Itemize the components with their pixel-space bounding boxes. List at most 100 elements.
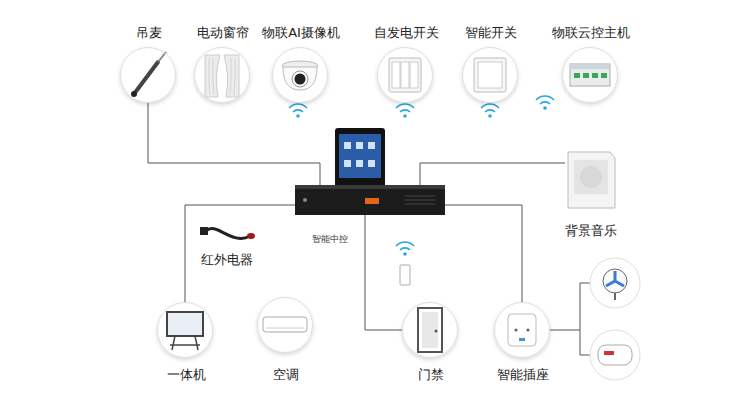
wifi-symbols	[289, 96, 554, 256]
air-conditioner-icon-part	[266, 328, 304, 329]
display-device: 一体机	[157, 302, 213, 358]
device-label: 电动窗帘	[195, 25, 251, 41]
wire-connector	[420, 163, 565, 185]
access-reader-icon	[400, 265, 410, 285]
control-host-box-part	[365, 198, 379, 204]
ac-device: 空调	[257, 297, 313, 353]
speaker-device: 背景音乐	[565, 150, 617, 212]
socket-icon-part	[514, 328, 517, 331]
wire-line	[420, 163, 565, 185]
control-host-box-part	[295, 185, 445, 215]
device-label: 物联云控主机	[550, 25, 632, 41]
switch-device: 智能开关	[462, 47, 518, 103]
device-label: 门禁	[416, 367, 446, 383]
circle-grounds-part	[402, 302, 458, 358]
camera-icon-part	[283, 67, 317, 90]
cloud-controller-icon-part	[570, 64, 610, 86]
cloud-controller-icon-part	[592, 73, 598, 78]
control-tablet-part	[356, 142, 363, 149]
cloud-controller-icon	[570, 64, 610, 86]
mic-icon-part	[158, 52, 166, 62]
socket-icon-part	[519, 338, 525, 341]
wire-connector	[365, 215, 402, 330]
access-reader-icon-part	[400, 265, 410, 285]
device-label: 智能中控	[310, 234, 350, 245]
device-label: 一体机	[165, 367, 208, 383]
circle-grounds-part	[157, 302, 213, 358]
access-device: 门禁	[402, 302, 458, 358]
water-heater-icon-part	[604, 351, 614, 355]
socket-wires	[550, 283, 590, 355]
control-tablet-part	[344, 142, 351, 149]
circle-grounds-part	[462, 47, 518, 103]
water-heater-icon-part	[590, 330, 640, 380]
socket-icon-part	[526, 328, 529, 331]
device-label: 智能插座	[495, 367, 551, 383]
wire-line	[445, 205, 522, 302]
socket-device: 智能插座	[494, 302, 550, 358]
device-label: 背景音乐	[563, 223, 619, 239]
wifi-symbols-part	[481, 104, 499, 118]
wifi-symbols-part	[289, 104, 307, 118]
cloud-controller-icon-part	[601, 73, 607, 78]
curtain-icon	[205, 55, 239, 97]
wire-connector	[148, 103, 320, 185]
cloud-controller-icon-part	[570, 64, 610, 69]
camera-icon-part	[295, 74, 306, 85]
wifi-symbols-part	[396, 104, 414, 118]
ir-device: 红外电器	[200, 222, 256, 250]
wifi-symbols-part	[396, 242, 414, 256]
fan-icon-part	[614, 293, 616, 300]
circle-grounds	[120, 47, 618, 358]
smart-switch-icon-part	[474, 58, 506, 92]
control-tablet-part	[344, 160, 351, 167]
device-label: 空调	[271, 367, 301, 383]
fan-icon-part	[590, 258, 640, 308]
three-gang-switch-icon	[389, 58, 421, 92]
door-icon	[418, 308, 442, 352]
three-gang-switch-icon-part	[389, 58, 421, 92]
controller-device: 物联云控主机	[562, 47, 618, 103]
speaker-icon-part	[568, 152, 615, 208]
mic-icon-part	[134, 62, 158, 94]
camera-icon	[282, 61, 318, 90]
circle-grounds-part	[257, 297, 313, 353]
whiteboard-icon	[167, 312, 203, 350]
fan-icon-part	[603, 269, 627, 293]
speaker-icon-part	[574, 160, 608, 194]
wire-line	[185, 205, 295, 302]
speaker-icon-part	[580, 166, 602, 188]
control-tablet-part	[368, 142, 375, 149]
fan-icon	[590, 258, 640, 308]
circle-grounds-part	[377, 47, 433, 103]
speaker-icon	[568, 152, 615, 208]
socket-wires-part	[550, 283, 590, 355]
ir-cable-icon	[200, 227, 255, 239]
fan-icon-part	[606, 271, 624, 286]
socket-icon	[508, 314, 536, 346]
smart-switch-icon	[474, 58, 506, 92]
control-tablet	[335, 128, 385, 190]
wire-connector	[185, 205, 295, 302]
three-gang-switch-icon-part	[410, 62, 418, 88]
control-tablet-part	[368, 160, 375, 167]
control-tablet-part	[356, 160, 363, 167]
door-icon-part	[418, 308, 442, 352]
control-tablet-part	[335, 128, 385, 190]
device-label: 物联AI摄像机	[260, 25, 342, 41]
ir-cable-icon-part	[247, 233, 255, 239]
three-gang-switch-icon-part	[401, 62, 409, 88]
wire-line	[365, 215, 402, 330]
circle-grounds-part	[494, 302, 550, 358]
wire-line	[148, 103, 320, 185]
door-icon-part	[422, 312, 438, 348]
circle-grounds-part	[272, 47, 328, 103]
whiteboard-icon-part	[167, 312, 203, 336]
control-host-box-part	[295, 185, 445, 189]
water-heater-icon-part	[598, 345, 632, 365]
switch-device: 自发电开关	[377, 47, 433, 103]
ir-cable-icon-part	[200, 227, 208, 235]
